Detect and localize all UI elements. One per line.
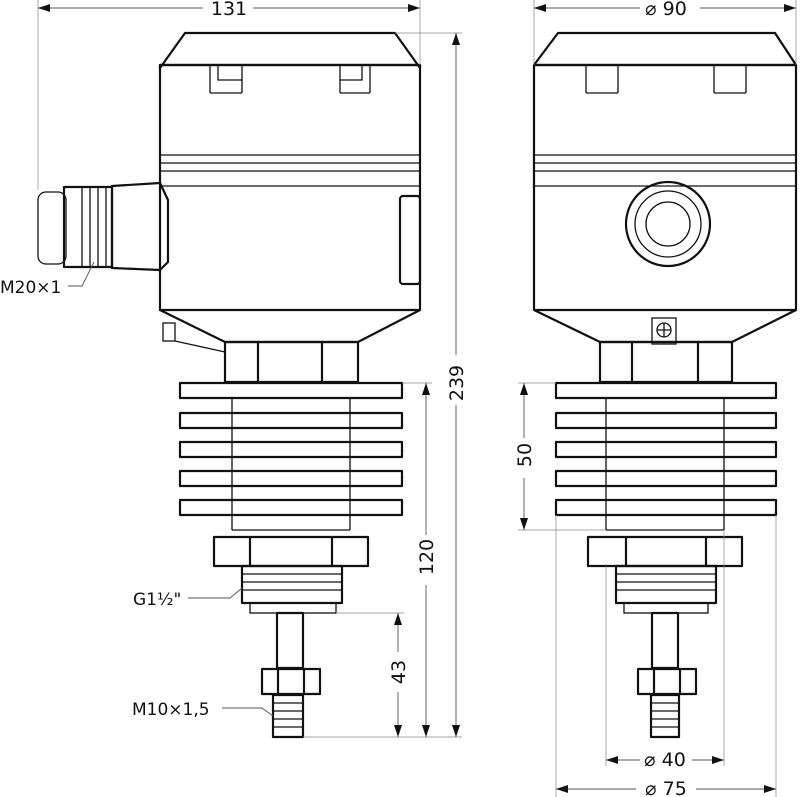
housing-lid xyxy=(158,31,422,70)
label-probe-thread: M10×1,5 xyxy=(132,700,210,720)
probe-rod xyxy=(650,611,680,670)
probe-thread xyxy=(649,693,681,739)
lid-latch-left xyxy=(585,65,619,94)
cooling-fin xyxy=(178,469,404,488)
thread-collar xyxy=(623,602,709,614)
label-cooler-length: 120 xyxy=(416,539,438,575)
lid-latch-right xyxy=(713,65,747,94)
lid-latch-left xyxy=(209,65,243,94)
cooling-fin xyxy=(554,440,778,459)
process-hex-nut xyxy=(212,535,370,568)
probe-thread xyxy=(271,693,305,739)
ground-screw xyxy=(651,317,677,345)
cooling-fin xyxy=(554,469,778,488)
label-overall-height: 239 xyxy=(446,365,468,401)
cable-gland-cap xyxy=(37,191,67,265)
cooling-fin xyxy=(178,498,404,517)
cable-gland-front xyxy=(645,201,691,247)
cone-edge xyxy=(174,340,226,353)
ground-terminal xyxy=(162,322,176,342)
cooling-fin xyxy=(178,381,404,400)
cooling-fin xyxy=(554,381,778,400)
thread-collar xyxy=(249,602,337,614)
side-view xyxy=(37,31,422,739)
housing-lid xyxy=(532,31,798,67)
label-cooler-height: 50 xyxy=(514,443,536,467)
probe-nut xyxy=(636,667,698,696)
cooling-fin xyxy=(178,411,404,430)
ground-screw-icon xyxy=(657,323,671,337)
cable-gland-front xyxy=(624,180,712,268)
label-cooler-diameter: ⌀ 75 xyxy=(645,778,687,797)
label-probe-length: 43 xyxy=(388,660,410,684)
housing-body xyxy=(158,63,422,312)
housing-body xyxy=(532,63,798,312)
leader-m20 xyxy=(68,261,95,287)
label-cable-gland: M20×1 xyxy=(0,278,61,298)
process-thread xyxy=(614,564,718,605)
leader-m10 xyxy=(222,707,274,717)
probe-nut xyxy=(260,667,322,696)
housing-cone xyxy=(159,309,421,344)
cooling-fin xyxy=(554,411,778,430)
side-window xyxy=(398,194,422,286)
cable-gland-nut xyxy=(62,185,114,269)
label-housing-diameter: ⌀ 90 xyxy=(645,0,687,20)
process-thread xyxy=(240,564,344,605)
cable-gland-front xyxy=(634,190,702,258)
cooling-fin xyxy=(178,440,404,459)
cooling-fin xyxy=(554,498,778,517)
front-view xyxy=(532,31,798,739)
hex-adapter xyxy=(598,340,734,384)
label-overall-width: 131 xyxy=(211,0,247,20)
dimension-labels: 131 ⌀ 90 239 120 43 50 ⌀ 40 ⌀ 75 M20×1 G… xyxy=(0,0,687,797)
probe-rod xyxy=(275,611,305,670)
hex-adapter xyxy=(223,340,360,384)
label-thread-diameter: ⌀ 40 xyxy=(644,749,686,771)
lid-latch-right xyxy=(339,65,371,94)
leader-g112 xyxy=(188,587,243,599)
label-process-thread: G1½" xyxy=(133,590,181,610)
process-hex-nut xyxy=(586,535,744,568)
